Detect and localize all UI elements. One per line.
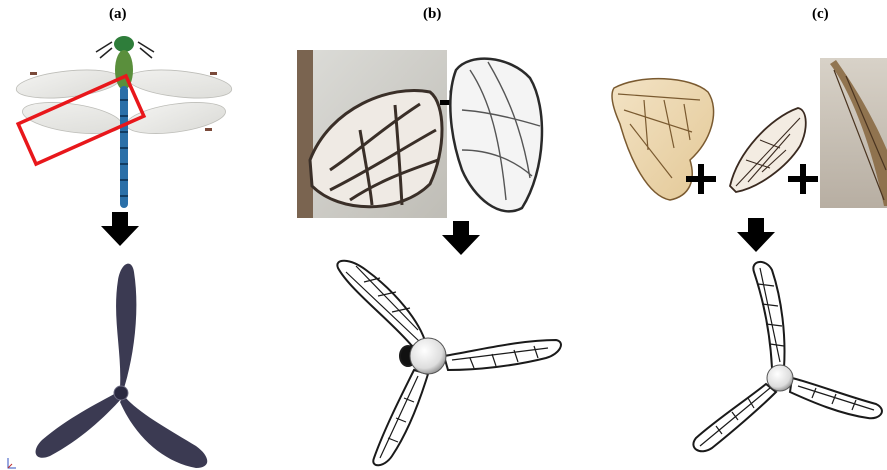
venation-propeller-b	[337, 261, 561, 466]
wing-photo-c3	[820, 58, 887, 208]
wing-photo-b1	[297, 50, 447, 218]
venation-propeller-c	[693, 262, 882, 451]
solid-propeller	[36, 264, 208, 468]
plus-sign-c2	[788, 164, 818, 194]
down-arrow-c	[737, 218, 775, 252]
down-arrow-a	[101, 212, 139, 246]
dragonfly-photo	[15, 36, 233, 208]
down-arrow-b	[442, 221, 480, 255]
wing-photo-b2	[450, 59, 542, 212]
axis-triad-icon	[8, 458, 16, 468]
